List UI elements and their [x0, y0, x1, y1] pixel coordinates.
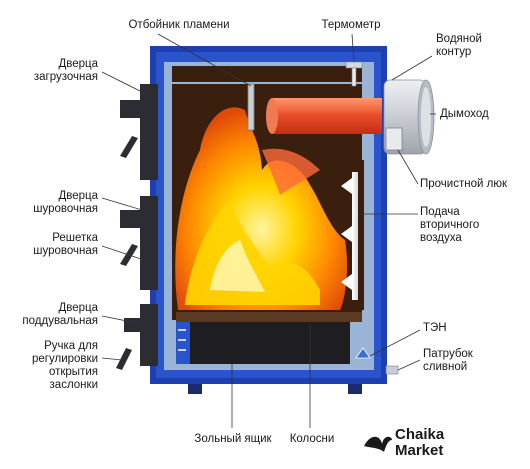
heating-element-symbol	[355, 347, 371, 359]
label-drain-pipe: Патрубок сливной	[423, 348, 473, 373]
brand-logo	[364, 436, 392, 452]
line-poker-grate	[101, 245, 145, 261]
cleaning-hatch-part	[385, 127, 403, 151]
line-heating-element	[369, 329, 421, 357]
exchanger-pipe-body	[272, 98, 382, 134]
line-damper-handle	[101, 357, 123, 361]
poker-door-part	[140, 196, 158, 290]
thermometer-stem	[351, 67, 357, 87]
loading-door-handle	[120, 100, 140, 118]
chimney-opening	[421, 87, 431, 147]
line-water-circuit	[391, 55, 433, 81]
label-chimney: Дымоход	[440, 108, 489, 120]
exchanger-pipe-end	[266, 98, 278, 134]
line-poker-door	[101, 197, 143, 211]
label-flame-baffle: Отбойник пламени	[128, 19, 230, 31]
ash-box-part	[190, 322, 350, 364]
flame-core	[210, 240, 265, 292]
brand-sub: Market	[395, 442, 444, 459]
doors	[116, 84, 158, 370]
air-arrow-1	[341, 178, 352, 194]
drain-pipe-part	[385, 365, 399, 375]
thermometer-head	[345, 61, 363, 69]
left-foot	[188, 384, 202, 394]
line-thermometer	[351, 33, 355, 63]
right-foot	[348, 384, 362, 394]
air-arrows-ash	[178, 329, 186, 351]
label-poker-door: Дверца шуровочная	[33, 190, 98, 215]
label-heating-element: ТЭН	[423, 322, 447, 334]
label-secondary-air: Подача вторичного воздуха	[420, 206, 480, 244]
label-poker-grate: Решетка шуровочная	[33, 232, 98, 257]
heating-element-part	[355, 347, 371, 359]
loading-door-lever	[120, 136, 138, 158]
label-cleaning-hatch: Прочистной люк	[420, 178, 507, 190]
air-tube	[352, 172, 358, 300]
line-drain-pipe	[397, 359, 421, 371]
damper-handle-part	[116, 348, 132, 370]
label-ash-box: Зольный ящик	[194, 433, 272, 445]
secondary-air-tube	[341, 172, 358, 300]
flame-baffle-part	[247, 83, 255, 131]
label-thermometer: Термометр	[321, 19, 381, 31]
line-ash-door	[101, 315, 143, 325]
ash-door-handle	[124, 318, 140, 332]
leader-lines	[101, 33, 436, 428]
heat-exchanger-pipe	[266, 98, 382, 134]
label-water-circuit: Водяной контур	[436, 33, 482, 58]
ash-air-left	[176, 322, 190, 364]
line-loading-door	[101, 71, 143, 93]
grate-bars	[176, 312, 362, 322]
line-cleaning-hatch	[397, 149, 419, 185]
label-loading-door: Дверца загрузочная	[33, 58, 98, 83]
flame-tongue	[262, 148, 320, 195]
brand-name: Chaika	[395, 426, 445, 443]
air-arrow-3	[341, 274, 352, 290]
label-damper-handle: Ручка для регулировки открытия заслонки	[32, 340, 98, 391]
grate-area	[176, 312, 362, 364]
loading-door-part	[140, 84, 158, 180]
label-ash-door: Дверца поддувальная	[22, 302, 98, 327]
upper-channel	[172, 66, 362, 82]
poker-door-handle	[120, 210, 140, 228]
ash-door-part	[140, 304, 158, 366]
fire	[175, 107, 348, 310]
line-flame-baffle	[157, 33, 252, 87]
label-grates: Колосни	[289, 433, 335, 445]
air-arrow-2	[341, 226, 352, 242]
seagull-icon	[364, 436, 392, 452]
